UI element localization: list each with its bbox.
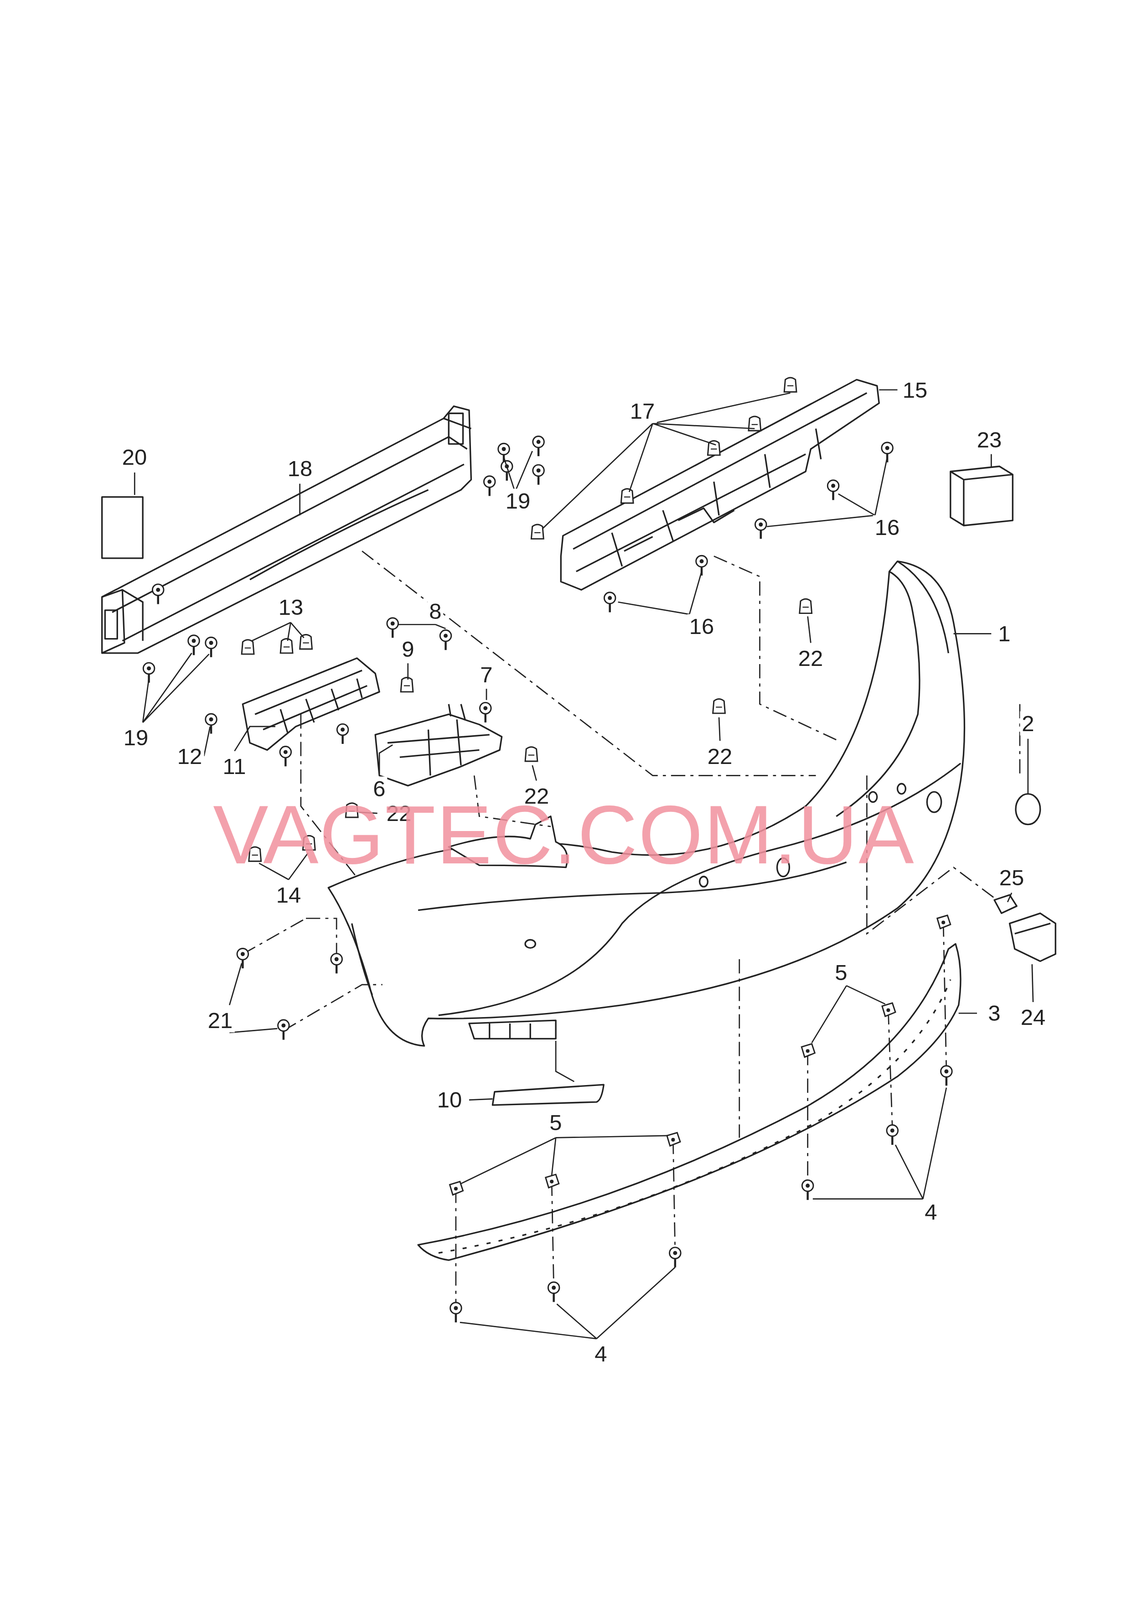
- callout-number: 17: [628, 398, 657, 424]
- callout-number: 16: [687, 614, 717, 639]
- callout-number: 22: [705, 744, 735, 769]
- callout-number: 4: [922, 1199, 939, 1224]
- watermark: VAGTEC.COM.UA: [212, 792, 915, 876]
- callout-number: 14: [274, 882, 304, 907]
- callout-number: 5: [832, 960, 849, 985]
- callout-number: 18: [285, 456, 315, 481]
- callout-number: 13: [276, 594, 306, 620]
- callout-number: 4: [592, 1341, 609, 1366]
- callout-number: 21: [206, 1007, 235, 1033]
- callout-number: 16: [873, 515, 902, 540]
- callout-number: 23: [975, 427, 1004, 452]
- callout-number: 25: [997, 865, 1027, 890]
- callout-number: 20: [120, 444, 150, 470]
- callout-number: 12: [175, 744, 205, 769]
- callout-number: 19: [503, 488, 533, 513]
- callout-number: 10: [435, 1087, 465, 1112]
- callout-number: 1: [996, 621, 1013, 646]
- callout-number: 15: [900, 377, 930, 403]
- callout-number: 5: [547, 1110, 564, 1135]
- callout-number: 7: [478, 662, 495, 687]
- callout-number: 24: [1018, 1004, 1048, 1029]
- callout-number: 19: [121, 725, 151, 750]
- callout-number: 8: [427, 599, 444, 624]
- callout-number: 22: [796, 646, 826, 671]
- callout-number: 9: [399, 636, 416, 662]
- callout-number: 11: [221, 754, 249, 779]
- callout-number: 3: [986, 1000, 1003, 1025]
- callout-number: 2: [1019, 711, 1036, 736]
